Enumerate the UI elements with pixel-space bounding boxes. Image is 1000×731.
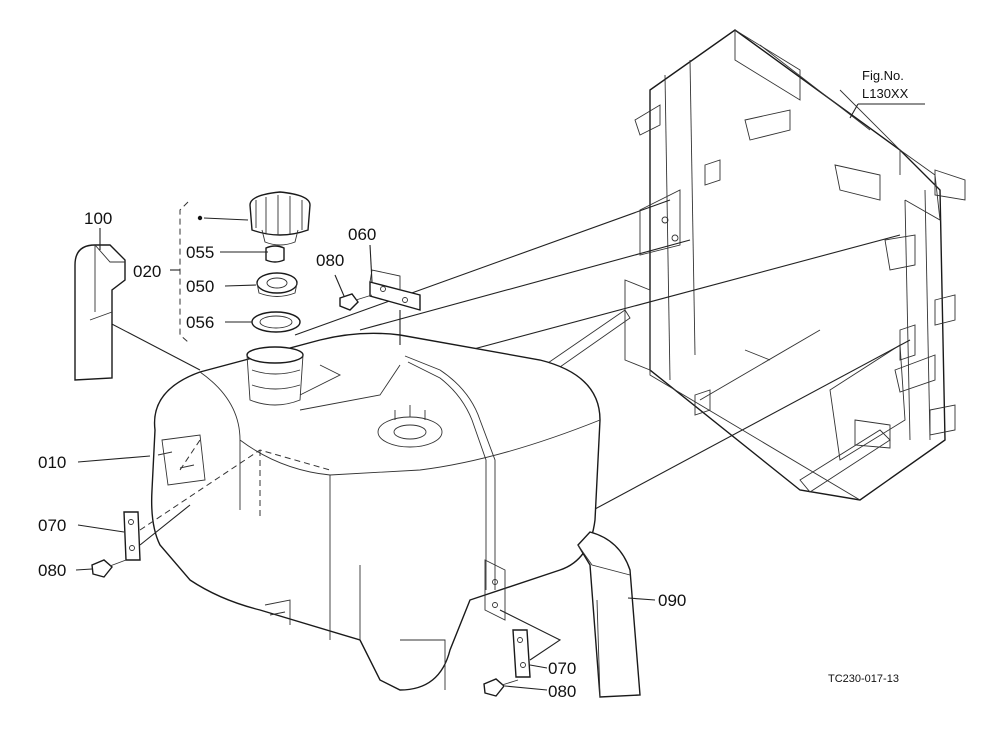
bolt-080-bottom — [483, 678, 519, 697]
fig-no-value: L130XX — [862, 86, 909, 101]
fig-no-title: Fig.No. — [862, 68, 904, 83]
callout-070-bottom: 070 — [548, 659, 576, 678]
callout-010: 010 — [38, 453, 66, 472]
callout-056: 056 — [186, 313, 214, 332]
bracket-070-bottom — [499, 609, 562, 678]
callout-080-left: 080 — [38, 561, 66, 580]
bracket-070-left — [123, 504, 191, 561]
bolt-080-left — [91, 559, 127, 578]
pad-090 — [577, 531, 641, 698]
drawing-code: TC230-017-13 — [828, 673, 899, 685]
callout-060: 060 — [348, 225, 376, 244]
callout-020: 020 — [133, 262, 161, 281]
bolt-080-top — [339, 293, 373, 311]
bracket-060 — [369, 269, 421, 345]
callout-055: 055 — [186, 243, 214, 262]
tank-frame — [544, 29, 966, 501]
hidden-lines — [139, 439, 331, 531]
filler-cap-stack — [179, 191, 311, 343]
callout-100: 100 — [84, 209, 112, 228]
pad-100 — [74, 244, 126, 381]
callout-050: 050 — [186, 277, 214, 296]
callout-070-left: 070 — [38, 516, 66, 535]
callout-090: 090 — [658, 591, 686, 610]
callout-080-bottom: 080 — [548, 682, 576, 701]
leader-lines — [75, 103, 925, 691]
callout-080-top: 080 — [316, 251, 344, 270]
fuel-tank — [150, 332, 601, 691]
